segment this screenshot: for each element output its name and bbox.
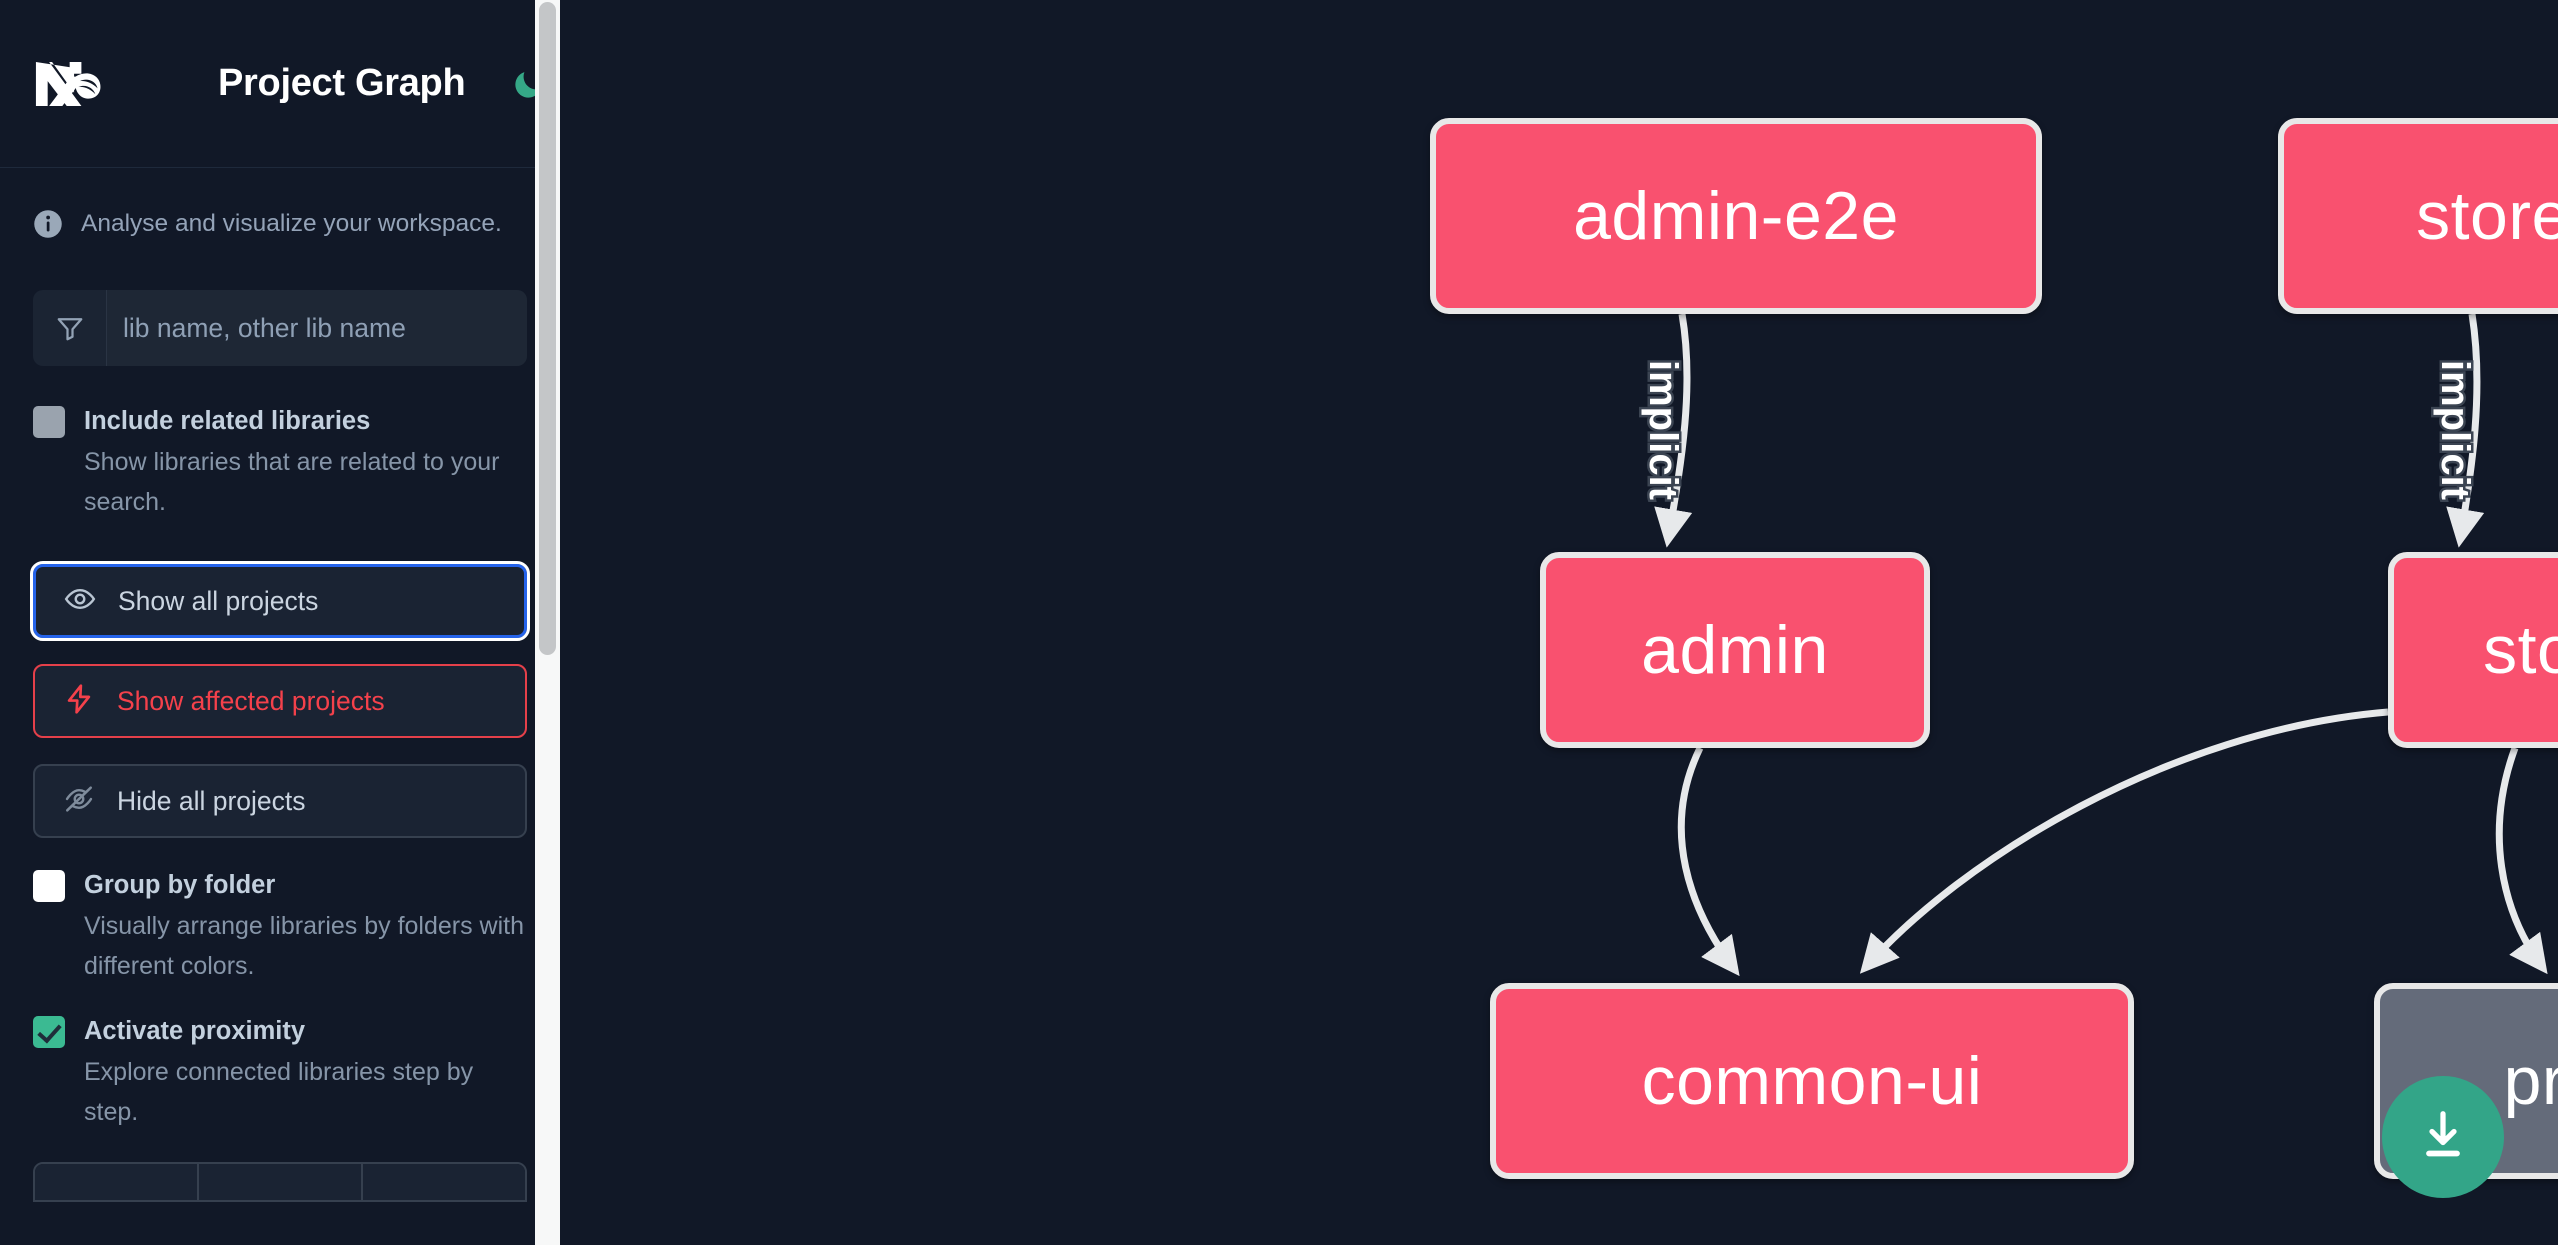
edge-label-implicit-admin: implicit [1639,357,1688,502]
graph-node-store-label: store [2483,612,2558,688]
graph-node-common-ui[interactable]: common-ui [1490,983,2134,1179]
app-title: Project Graph [218,62,466,104]
show-affected-projects-button[interactable]: Show affected projects [33,664,527,738]
checkbox-include-related-libraries-description: Show libraries that are related to your … [84,448,500,516]
edge-store-e2e-to-store [2446,313,2485,548]
proximity-segment-2[interactable] [199,1164,363,1200]
tagline-text: Analyse and visualize your workspace. [81,210,502,237]
svg-text:implicit: implicit [2433,360,2477,500]
svg-text:implicit: implicit [1641,360,1685,500]
info-icon [33,209,63,239]
graph-node-store-e2e-label: store-e2e [2416,178,2558,254]
sidebar-scrollbar-thumb[interactable] [539,2,556,655]
show-all-projects-label: Show all projects [118,585,319,616]
eye-icon [64,583,96,620]
proximity-segment-3[interactable] [363,1164,525,1200]
hide-all-projects-button[interactable]: Hide all projects [33,764,527,838]
edge-store-to-products [2495,746,2548,975]
graph-node-admin[interactable]: admin [1540,552,1930,748]
show-all-projects-button[interactable]: Show all projects [30,561,530,641]
funnel-icon [33,290,107,366]
checkbox-include-related-libraries[interactable]: Include related libraries Show libraries… [0,400,560,522]
checkbox-activate-proximity[interactable]: Activate proximity Explore connected lib… [0,1010,560,1132]
checkbox-activate-proximity-description: Explore connected libraries step by step… [84,1058,474,1126]
filter-field[interactable] [33,290,527,366]
graph-node-store[interactable]: store [2388,552,2558,748]
graph-canvas[interactable]: implicit implicit admin-e2e store-e2e ad… [560,0,2558,1245]
sidebar-scrollbar-track[interactable] [535,0,560,1245]
edge-label-implicit-store: implicit [2431,357,2480,502]
hide-all-projects-label: Hide all projects [117,785,306,816]
sidebar: Project Graph Analyse and visualize your… [0,0,560,1245]
checkbox-group-by-folder[interactable]: Group by folder Visually arrange librari… [0,864,560,986]
project-visibility-buttons: Show all projects Show affected projects [0,561,560,838]
sidebar-header: Project Graph [0,0,560,168]
checkbox-activate-proximity-label: Activate proximity [84,1017,306,1045]
checkbox-group-by-folder-description: Visually arrange libraries by folders wi… [84,912,525,980]
graph-node-common-ui-label: common-ui [1641,1043,1983,1119]
nx-logo-icon [33,54,121,114]
proximity-segmented-control[interactable] [33,1162,527,1202]
graph-node-admin-label: admin [1641,612,1829,688]
proximity-segment-1[interactable] [35,1164,199,1200]
tagline-row: Analyse and visualize your workspace. [0,168,560,280]
checkbox-group-by-folder-label: Group by folder [84,871,276,899]
graph-node-admin-e2e-label: admin-e2e [1573,178,1899,254]
download-graph-button[interactable] [2382,1076,2504,1198]
eye-off-icon [63,783,95,820]
edge-admin-e2e-to-admin [1654,313,1693,548]
graph-edges: implicit implicit [1639,313,2548,977]
show-affected-projects-label: Show affected projects [117,685,385,716]
lightning-icon [63,683,95,720]
filter-input[interactable] [107,290,527,366]
edge-admin-to-common-ui [1677,746,1740,977]
graph-node-store-e2e[interactable]: store-e2e [2278,118,2558,314]
download-icon [2413,1105,2473,1170]
graph-node-products-label: products [2503,1043,2558,1119]
checkbox-activate-proximity-box[interactable] [33,1016,65,1048]
checkbox-group-by-folder-box[interactable] [33,870,65,902]
checkbox-include-related-libraries-label: Include related libraries [84,407,371,435]
moon-icon[interactable] [508,64,548,104]
checkbox-include-related-libraries-box[interactable] [33,406,65,438]
graph-node-admin-e2e[interactable]: admin-e2e [1430,118,2042,314]
edge-store-to-common-ui [1859,708,2389,974]
